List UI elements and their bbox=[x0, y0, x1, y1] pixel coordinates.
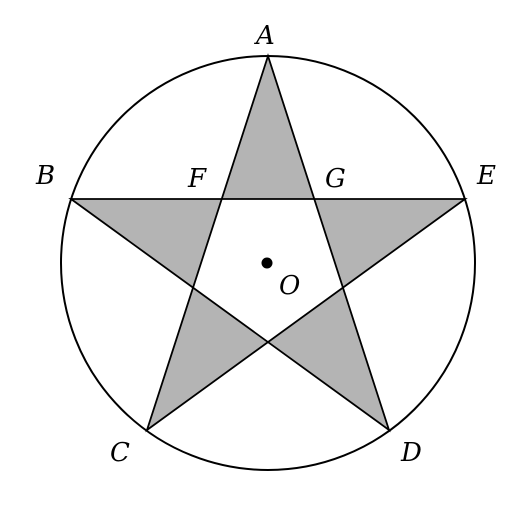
shaded-point-left bbox=[71, 199, 222, 288]
label-g: G bbox=[325, 164, 346, 194]
center-point-o bbox=[261, 257, 273, 269]
star-outline bbox=[68, 53, 468, 433]
label-b: B bbox=[35, 161, 55, 191]
shaded-point-bottom-right bbox=[268, 288, 389, 430]
label-e: E bbox=[476, 161, 496, 191]
shaded-point-bottom-left bbox=[147, 288, 268, 430]
label-d: D bbox=[400, 438, 422, 468]
label-o: O bbox=[279, 271, 300, 301]
label-f: F bbox=[187, 164, 207, 194]
label-a: A bbox=[254, 21, 275, 51]
shaded-point-top bbox=[222, 56, 314, 199]
label-c: C bbox=[110, 438, 130, 468]
shaded-point-right bbox=[314, 199, 465, 288]
